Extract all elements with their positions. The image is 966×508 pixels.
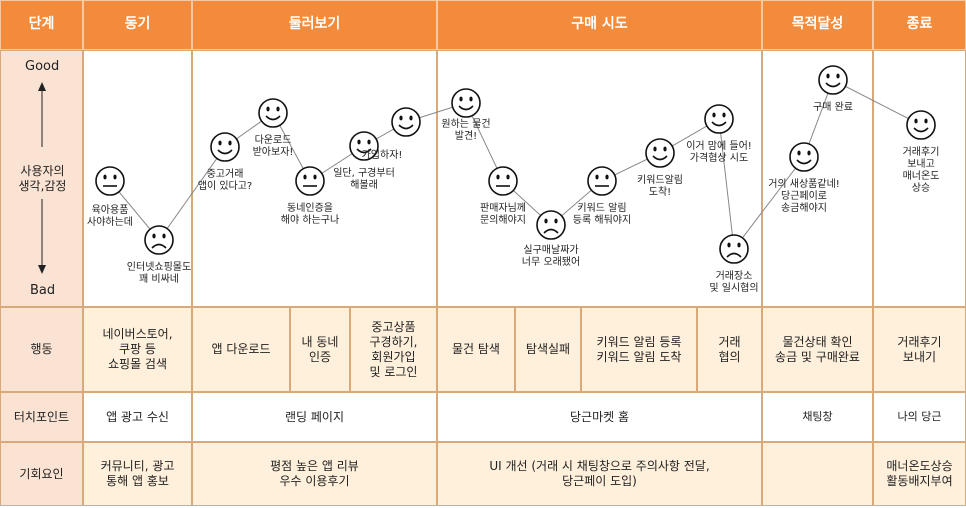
emotion-label: 거의 새상품같네! 당근페이로 송금해야지	[768, 179, 840, 214]
touchpoint-row-label: 터치포인트	[0, 392, 83, 442]
emotion-label: 원하는 물건 발견!	[441, 119, 491, 142]
opportunity-cell: 커뮤니티, 광고 통해 앱 홍보	[83, 442, 192, 506]
header-goal-achieved: 목적달성	[762, 0, 873, 50]
emotion-label: 실구매날짜가 너무 오래됐어	[521, 245, 581, 268]
emotion-row-label: Good 사용자의 생각,감정 Bad	[0, 50, 83, 307]
touchpoint-cell: 당근마켓 홈	[437, 392, 762, 442]
action-cell: 물건 탐색	[437, 307, 515, 392]
emotion-label: 거래장소 및 일시협의	[709, 271, 759, 294]
touchpoint-cell: 앱 광고 수신	[83, 392, 192, 442]
action-cell: 앱 다운로드	[192, 307, 290, 392]
header-end: 종료	[873, 0, 966, 50]
action-cell: 탐색실패	[515, 307, 581, 392]
opportunity-row-label: 기회요인	[0, 442, 83, 506]
bad-label: Bad	[30, 283, 56, 298]
opportunity-cell: 매너온도상승 활동배지부여	[873, 442, 966, 506]
emotion-label: 거래후기 보내고 매너온도 상승	[902, 147, 940, 194]
header-stage: 단계	[0, 0, 83, 50]
action-cell: 중고상품 구경하기, 회원가입 및 로그인	[350, 307, 437, 392]
emotion-axis-arrow	[38, 82, 46, 274]
header-purchase-attempt: 구매 시도	[437, 0, 762, 50]
emotion-label: 동네인증을 해야 하는구나	[280, 203, 340, 226]
touchpoint-cell: 랜딩 페이지	[192, 392, 437, 442]
opportunity-cell	[762, 442, 873, 506]
emotion-label: 키워드 알림 등록 해둬야지	[572, 203, 632, 226]
header-browse: 둘러보기	[192, 0, 437, 50]
header-motivation: 동기	[83, 0, 192, 50]
emotion-label: 이거 맘에 들어! 가격협상 시도	[686, 141, 752, 164]
emotion-label: 키워드알림 도착!	[637, 175, 683, 198]
emotion-label: 인터넷쇼핑몰도 꽤 비싸네	[126, 262, 192, 285]
action-cell: 거래 협의	[697, 307, 762, 392]
action-cell: 거래후기 보내기	[873, 307, 966, 392]
opportunity-cell: UI 개선 (거래 시 채팅창으로 주의사항 전달, 당근페이 도입)	[437, 442, 762, 506]
emotion-label: 일단, 구경부터 해볼래	[333, 168, 395, 191]
emotion-label: 중고거래 앱이 있다고?	[197, 169, 253, 192]
action-cell: 네이버스토어, 쿠팡 등 쇼핑몰 검색	[83, 307, 192, 392]
action-cell: 키워드 알림 등록 키워드 알림 도착	[581, 307, 697, 392]
emotion-row-title: 사용자의 생각,감정	[18, 164, 67, 193]
action-row-label: 행동	[0, 307, 83, 392]
good-label: Good	[25, 59, 60, 74]
opportunity-cell: 평점 높은 앱 리뷰 우수 이용후기	[192, 442, 437, 506]
emotion-col-purchase	[437, 50, 762, 307]
touchpoint-cell: 나의 당근	[873, 392, 966, 442]
emotion-label: 구매 완료	[813, 102, 853, 113]
action-cell: 물건상태 확인 송금 및 구매완료	[762, 307, 873, 392]
action-cell: 내 동네 인증	[290, 307, 350, 392]
emotion-label: 판매자님께 문의해야지	[480, 203, 526, 226]
touchpoint-cell: 채팅창	[762, 392, 873, 442]
emotion-label: 다운로드 받아보자!	[252, 135, 294, 158]
emotion-label: 육아용품 사야하는데	[87, 205, 133, 228]
emotion-label: 가입하자!	[361, 150, 403, 161]
